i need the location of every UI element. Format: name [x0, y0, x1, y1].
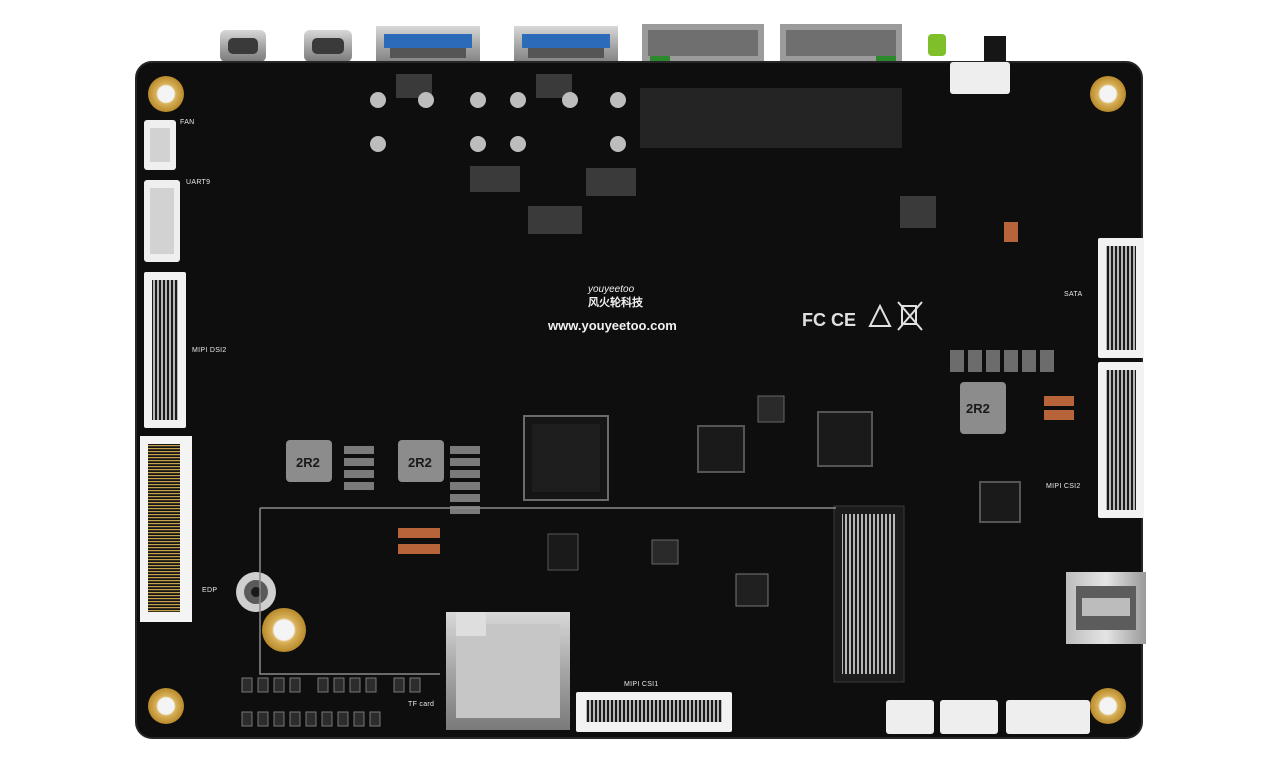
orange-capacitors	[398, 222, 1074, 554]
sata-connector	[1098, 238, 1144, 358]
uart-label: UART9	[186, 179, 210, 186]
mounting-hole-top-left	[148, 76, 184, 112]
inductor-left-label: 2R2	[296, 455, 320, 470]
mipi-csi1-label: MIPI CSI1	[624, 681, 659, 688]
mounting-hole-center	[262, 608, 306, 652]
bottom-connector-1	[886, 700, 934, 734]
edp-connector	[140, 436, 192, 622]
m2-slot	[833, 505, 905, 683]
mipi-dsi-connector	[144, 272, 186, 428]
chip-grid-top	[396, 74, 936, 234]
tf-card-label: TF card	[408, 701, 434, 708]
cert-marks: FC CE	[802, 310, 856, 330]
mipi-dsi-label: MIPI DSI2	[192, 347, 227, 354]
usb3-port-2	[514, 26, 618, 66]
mipi-csi2-connector	[1098, 362, 1144, 518]
inductor-mid-label: 2R2	[408, 455, 432, 470]
usb3-port-1	[376, 26, 480, 66]
usb-c-port-left	[220, 30, 266, 62]
inductor-left: 2R2	[286, 440, 332, 482]
bottom-connector-3	[1006, 700, 1090, 734]
mipi-csi2-label: MIPI CSI2	[1046, 483, 1081, 490]
sata-label: SATA	[1064, 291, 1082, 298]
passives-cluster-1	[344, 446, 480, 514]
ethernet-magnetics	[640, 88, 902, 148]
chip-qfn-1	[697, 425, 745, 473]
inductor-mid: 2R2	[398, 440, 444, 482]
mounting-hole-top-right	[1090, 76, 1126, 112]
brand-cn-text: 风火轮科技	[588, 295, 644, 309]
mipi-csi1-connector	[576, 692, 732, 732]
chip-mid	[757, 395, 785, 423]
usb-c-port-right	[304, 30, 352, 62]
mounting-hole-bottom-right	[1090, 688, 1126, 724]
top-right-connector	[950, 62, 1010, 94]
fan-label: FAN	[180, 119, 195, 126]
header-pads	[241, 677, 421, 727]
inductor-right-label: 2R2	[966, 401, 990, 416]
chip-qfn-3	[979, 481, 1021, 523]
fan-connector	[144, 120, 176, 170]
silkscreen-outline	[259, 507, 836, 675]
ethernet-port-1	[642, 24, 764, 66]
edp-label: EDP	[202, 587, 217, 594]
brand-url: www.youyeetoo.com	[547, 318, 677, 333]
inductor-right: 2R2	[960, 382, 1006, 434]
brand-logo-text: youyeetoo	[587, 284, 635, 295]
passives-cluster-2	[950, 350, 1054, 372]
solder-points	[370, 92, 626, 152]
weee-bin-icon	[897, 301, 923, 331]
tf-card-slot	[446, 612, 570, 730]
bottom-connector-2	[940, 700, 998, 734]
main-chip	[523, 415, 609, 501]
chip-dark-square	[735, 573, 769, 607]
standoff-screw	[236, 572, 276, 612]
audio-jack	[984, 36, 1006, 64]
chip-mosfet	[651, 539, 679, 565]
ethernet-port-2	[780, 24, 902, 66]
chip-qfn-2	[817, 411, 873, 467]
warning-triangle-icon	[868, 303, 892, 327]
uart-connector	[144, 180, 180, 262]
chip-small	[547, 533, 579, 571]
usb-a-side-port	[1066, 572, 1146, 644]
mounting-hole-bottom-left	[148, 688, 184, 724]
led-indicator	[928, 34, 946, 56]
